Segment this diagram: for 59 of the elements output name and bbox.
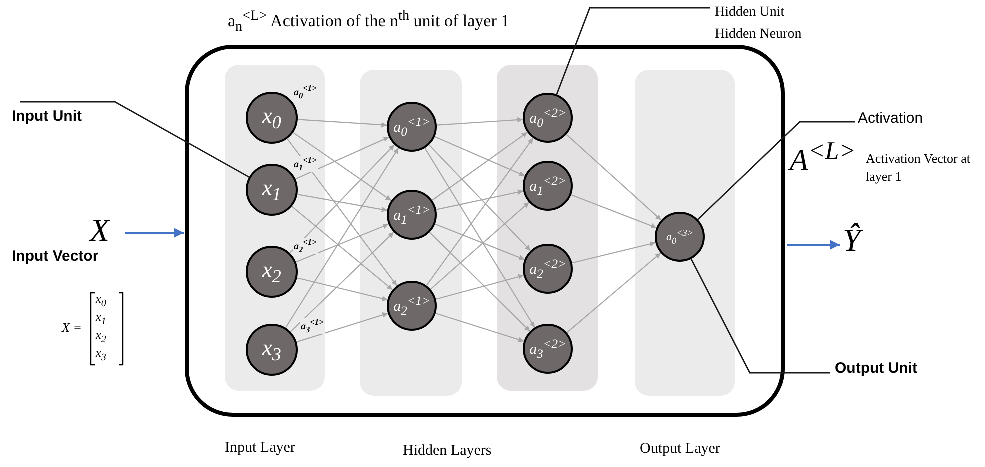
matrix-entry: x$_{3}$ xyxy=(96,346,106,364)
leader-line xyxy=(20,101,250,178)
arrow xyxy=(572,242,656,264)
arrow xyxy=(430,202,530,290)
annotation-text: Input Unit xyxy=(12,108,122,136)
network-frame xyxy=(185,45,785,417)
leader-line xyxy=(690,258,830,374)
arrow xyxy=(287,138,398,286)
arrow xyxy=(296,224,389,263)
neuron-circle: x$_{3}$ xyxy=(246,324,298,376)
arrow xyxy=(295,136,390,180)
output-symbol: Ŷ xyxy=(843,222,883,266)
arrow xyxy=(436,312,524,342)
arrow xyxy=(290,232,394,332)
arrow xyxy=(285,148,400,328)
layer-label: Input Layer xyxy=(225,440,296,457)
arrow xyxy=(436,274,524,300)
matrix-entry: x$_{1}$ xyxy=(96,310,106,328)
annotation-text: Output Unit xyxy=(835,360,955,386)
layer-band xyxy=(360,70,462,396)
input-symbol: X xyxy=(88,212,110,248)
annotation-text: Input Vector xyxy=(12,248,99,265)
arrow xyxy=(571,194,657,229)
annotation-text: Hidden Unit xyxy=(715,4,785,22)
arrow xyxy=(435,224,525,260)
title-note: a$_{n}$$^{<L>}$ Activation of the n$^{th}$ unit of layer 1 xyxy=(228,8,510,36)
layer-label: Output Layer xyxy=(640,441,720,458)
annotation-text: Activation xyxy=(858,110,958,136)
annotation-text: Hidden Neuron xyxy=(715,26,802,44)
arrow xyxy=(434,136,526,177)
annotation-text: Activation Vector at layer 1 xyxy=(866,150,972,186)
leader-line xyxy=(698,121,855,220)
matrix-entry: x$_{0}$ xyxy=(96,292,106,310)
matrix-entry: x$_{2}$ xyxy=(96,328,106,346)
arrow xyxy=(787,240,840,250)
arrow xyxy=(298,119,388,128)
arrow xyxy=(436,117,524,126)
arrow xyxy=(424,148,536,328)
arrow xyxy=(292,206,394,290)
annotation-text: A$^{<L>}$ xyxy=(790,138,856,178)
arrow xyxy=(297,278,388,302)
leader-line xyxy=(556,7,710,95)
layer-band xyxy=(497,65,598,391)
arrow xyxy=(432,132,528,201)
matrix-entry: X = xyxy=(62,320,82,336)
layer-band xyxy=(225,65,325,391)
arrow xyxy=(566,134,662,221)
layer-label: Hidden Layers xyxy=(403,443,492,460)
arrow xyxy=(426,138,534,286)
arrow xyxy=(429,232,531,332)
arrow xyxy=(436,190,524,210)
layer-band xyxy=(635,70,735,396)
arrow xyxy=(296,312,388,343)
arrow xyxy=(293,132,392,202)
arrow xyxy=(428,144,532,252)
arrow xyxy=(298,194,388,212)
arrow xyxy=(125,228,184,238)
arrow xyxy=(566,252,662,334)
arrow xyxy=(290,144,395,254)
